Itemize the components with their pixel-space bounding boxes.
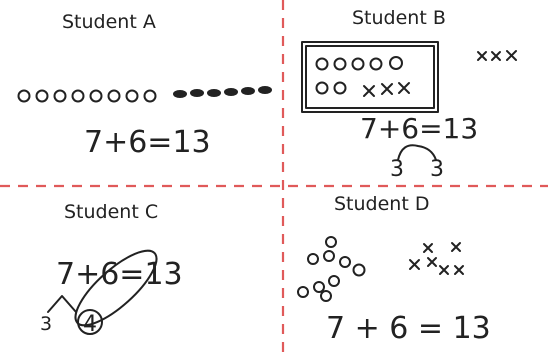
- x-mark: [452, 243, 460, 251]
- student-b-equation: 7+6=13: [360, 112, 478, 145]
- filled-counter: [258, 86, 272, 94]
- filled-counter: [190, 89, 204, 97]
- student-d-equation: 7 + 6 = 13: [326, 311, 491, 346]
- x-mark: [399, 83, 409, 93]
- student-c-split-right: 4: [83, 312, 97, 337]
- x-mark: [364, 86, 374, 96]
- student-d-x-marks: [410, 243, 463, 274]
- student-d-counters: [298, 237, 365, 301]
- student-c-split-left: 3: [40, 313, 52, 335]
- student-a-title: Student A: [62, 11, 156, 33]
- student-a-equation: 7+6=13: [84, 125, 211, 160]
- filled-counter: [241, 87, 255, 95]
- open-counter: [340, 257, 350, 267]
- ten-frame-box-outline: [302, 42, 438, 112]
- x-mark: [428, 258, 436, 266]
- open-counter: [314, 282, 324, 292]
- x-mark: [492, 52, 500, 60]
- quadrant-student-c: Student C 7+6=13 3 4: [40, 201, 183, 337]
- open-counter: [326, 237, 336, 247]
- student-b-split-left: 3: [390, 157, 404, 182]
- x-mark: [440, 266, 448, 274]
- open-counter: [55, 91, 66, 102]
- open-counter: [317, 83, 328, 94]
- decompose-branch: [48, 296, 76, 312]
- student-b-title: Student B: [352, 7, 446, 29]
- open-counter: [329, 276, 339, 286]
- x-mark: [382, 84, 392, 94]
- filled-counter: [173, 90, 187, 98]
- quadrant-student-d: Student D 7 + 6 = 13: [298, 193, 491, 346]
- student-d-title: Student D: [334, 193, 429, 215]
- filled-counter: [207, 89, 221, 97]
- quadrant-student-a: Student A 7+6=13: [19, 11, 273, 160]
- open-counter: [321, 291, 331, 301]
- x-mark: [478, 52, 486, 60]
- open-counter: [317, 59, 328, 70]
- open-counter: [127, 91, 138, 102]
- x-mark: [410, 260, 419, 269]
- open-counter: [335, 59, 346, 70]
- open-counter: [19, 91, 30, 102]
- ten-frame-box: [306, 46, 434, 108]
- open-counter: [109, 91, 120, 102]
- quadrant-student-b: Student B 7+6=13 3: [302, 7, 516, 182]
- open-counter: [91, 91, 102, 102]
- open-counter: [335, 83, 346, 94]
- student-a-counters: [19, 86, 273, 102]
- x-mark: [455, 266, 463, 274]
- x-mark: [424, 244, 432, 252]
- open-counter: [73, 91, 84, 102]
- student-b-split-right: 3: [430, 157, 444, 182]
- open-counter: [308, 254, 318, 264]
- open-counter: [37, 91, 48, 102]
- open-counter: [390, 57, 402, 69]
- open-counter: [354, 265, 365, 276]
- x-mark: [507, 51, 516, 60]
- student-c-title: Student C: [64, 201, 158, 223]
- student-b-box-counters: [317, 57, 410, 96]
- open-counter: [298, 287, 308, 297]
- open-counter: [145, 91, 156, 102]
- open-counter: [371, 59, 382, 70]
- student-b-extra-marks: [478, 51, 516, 60]
- filled-counter: [224, 88, 238, 96]
- open-counter: [353, 59, 364, 70]
- open-counter: [324, 251, 334, 261]
